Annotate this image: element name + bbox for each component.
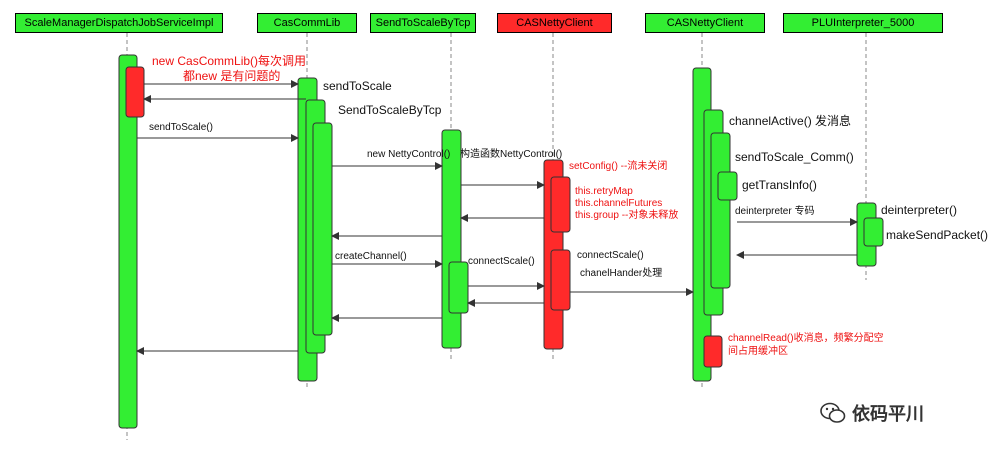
participant-header-casnettyclient-green: CASNettyClient [645, 13, 765, 33]
label-sendtoscale: sendToScale [323, 79, 392, 93]
activation-scalemanager [118, 54, 138, 429]
activation-casnettyclient-green-3 [710, 132, 731, 289]
label-sendtoscale-call: sendToScale() [149, 122, 213, 133]
activation-scalemanager-red [125, 66, 145, 118]
note-new-cascommlib: new CasCommLib()每次调用 [152, 54, 307, 68]
note-new-problem: 都new 是有问题的 [183, 69, 281, 83]
note-channelfutures: this.channelFutures [575, 198, 663, 209]
activation-cascommlib-3 [312, 122, 333, 336]
activation-sendtoscalebytcp-2 [448, 261, 469, 314]
label-channelactive: channelActive() 发消息 [729, 114, 852, 128]
label-makesendpacket: makeSendPacket() [886, 228, 989, 242]
watermark-text: 依码平川 [852, 404, 924, 425]
participant-header-cascommlib: CasCommLib [257, 13, 357, 33]
participant-header-scalemanager: ScaleManagerDispatchJobServiceImpl [15, 13, 223, 33]
watermark: 依码平川 [820, 400, 924, 426]
wechat-icon [820, 402, 846, 423]
activation-casnettyclient-red-2 [550, 176, 571, 233]
participant-header-sendtoscalebytcp: SendToScaleByTcp [370, 13, 476, 33]
label-constructor-nettycontrol: 构造函数NettyControl() [460, 149, 563, 160]
label-deinterpreter: deinterpreter() [881, 203, 958, 217]
label-sendtoscale-comm: sendToScale_Comm() [735, 150, 854, 164]
note-setconfig: setConfig() --流未关闭 [569, 161, 668, 172]
label-new-nettycontrol: new NettyControl() [367, 149, 451, 160]
participant-header-casnettyclient-red: CASNettyClient [497, 13, 612, 33]
note-buffer: 间占用缓冲区 [728, 346, 788, 357]
label-gettransinfo: getTransInfo() [742, 178, 817, 192]
label-deinterpreter-decode: deinterpreter 专码 [735, 206, 815, 217]
label-createchannel: createChannel() [335, 251, 407, 262]
label-channelhandler: chanelHander处理 [580, 268, 663, 279]
note-channelread: channelRead()收消息，频繁分配空 [728, 333, 884, 344]
label-connectscale-2: connectScale() [577, 250, 644, 261]
activation-casnettyclient-green-red [703, 335, 723, 368]
activation-pluinterpreter-2 [863, 217, 884, 247]
activation-sendtoscalebytcp [441, 129, 462, 349]
note-retrymap: this.retryMap [575, 186, 633, 197]
participant-header-pluinterpreter: PLUInterpreter_5000 [783, 13, 943, 33]
note-group: this.group --对象未释放 [575, 210, 679, 221]
label-connectscale-1: connectScale() [468, 256, 535, 267]
label-sendtoscalebytcp: SendToScaleByTcp [338, 103, 442, 117]
activation-casnettyclient-red-3 [550, 249, 571, 311]
activation-casnettyclient-green-4 [717, 171, 738, 201]
